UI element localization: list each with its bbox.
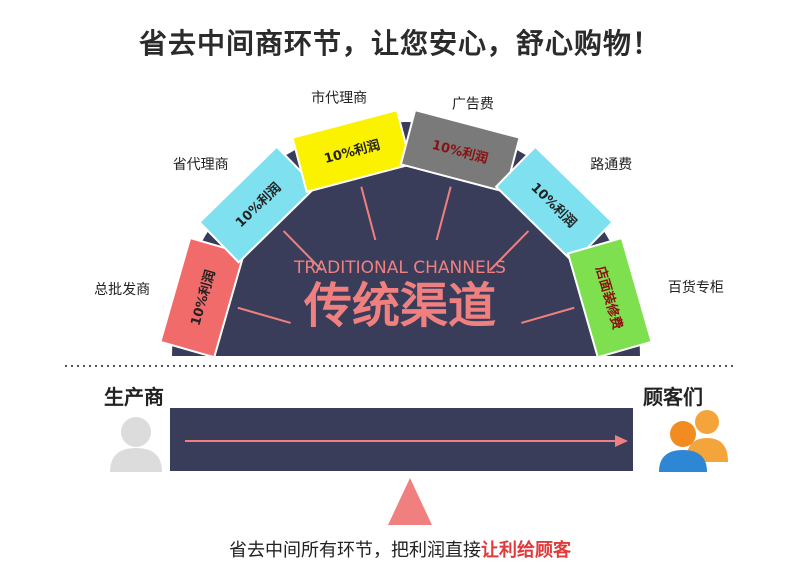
tile-box (198, 145, 318, 264)
bottom-caption-highlight: 让利给顾客 (481, 540, 571, 561)
bottom-caption-text: 省去中间所有环节，把利润直接 (229, 540, 481, 561)
tile-channel-label: 广告费 (452, 97, 494, 113)
spoke-line (521, 306, 575, 324)
tile-box (494, 145, 614, 264)
bottom-caption: 省去中间所有环节，把利润直接让利给顾客 (0, 536, 800, 562)
spoke-line (237, 306, 291, 324)
channel-tile: 10%利润 (494, 145, 614, 264)
spoke-lines (237, 186, 575, 324)
tile-box (566, 236, 653, 359)
channel-tile: 10%利润 (198, 145, 318, 264)
channel-tile: 店面装修费 (566, 236, 653, 359)
traditional-channels-en: TRADITIONAL CHANNELS (293, 258, 506, 278)
tile-channel-label: 省代理商 (173, 157, 229, 173)
tile-box (159, 236, 246, 359)
tile-channel-label: 百货专柜 (668, 279, 724, 296)
channel-tile: 10%利润 (159, 236, 246, 359)
producer-person-icon (110, 417, 162, 472)
traditional-channels-cn: 传统渠道 (303, 278, 496, 334)
pointer-triangle (388, 478, 432, 525)
channel-tile: 10%利润 (291, 108, 413, 194)
producer-label: 生产商 (104, 385, 164, 409)
direct-arrow-head (615, 435, 628, 447)
tile-box (291, 108, 413, 194)
tile-channel-label: 市代理商 (311, 90, 367, 107)
spoke-line (360, 186, 377, 241)
spoke-line (435, 186, 452, 241)
spoke-line (489, 230, 530, 271)
customers-people-icon (659, 410, 728, 472)
customer-label: 顾客们 (643, 385, 703, 409)
direct-channel-bar (170, 408, 633, 471)
channel-tile: 10%利润 (399, 108, 521, 194)
headline: 省去中间商环节，让您安心，舒心购物！ (138, 27, 661, 60)
spoke-line (282, 230, 323, 271)
tile-box (399, 108, 521, 194)
tile-channel-label: 路通费 (590, 157, 632, 173)
tile-channel-label: 总批发商 (94, 282, 150, 298)
